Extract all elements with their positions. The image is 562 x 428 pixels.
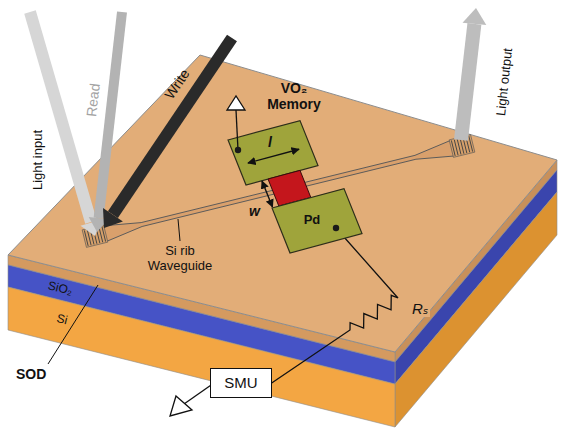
input-light-beam bbox=[30, 12, 91, 222]
width-dimension-arrow bbox=[262, 181, 273, 207]
read-beam bbox=[99, 12, 122, 218]
smu-box: SMU bbox=[210, 368, 271, 397]
write-beam bbox=[113, 38, 232, 215]
node-text: Pd bbox=[304, 213, 321, 228]
part-label: SOD bbox=[16, 366, 46, 382]
grating-line bbox=[102, 226, 106, 242]
beam-label: Read bbox=[83, 82, 103, 117]
output-light-beam bbox=[461, 24, 474, 140]
waveguide-leader bbox=[178, 219, 180, 241]
grating-line bbox=[469, 136, 473, 152]
contact-dot bbox=[235, 147, 241, 153]
part-label: VO₂ Memory bbox=[254, 80, 334, 112]
terminal-wire bbox=[236, 110, 238, 150]
output-light-arrowhead bbox=[463, 8, 487, 25]
dimension-label: l bbox=[268, 134, 272, 150]
terminal-symbol bbox=[227, 96, 245, 110]
beam-label: Light input bbox=[31, 130, 46, 190]
sod-leader bbox=[48, 285, 98, 364]
node-text: SMU bbox=[224, 374, 257, 391]
length-dimension-arrow bbox=[248, 149, 299, 163]
dimension-label: w bbox=[249, 203, 260, 219]
pd-electrode-pad: Pd bbox=[270, 186, 364, 254]
beam-label: Light output bbox=[494, 47, 516, 116]
resistor-label: Rₛ bbox=[410, 300, 430, 317]
terminal-symbol bbox=[170, 396, 192, 416]
pad-shape bbox=[272, 189, 362, 253]
part-label: Si rib Waveguide bbox=[141, 244, 219, 274]
pd-electrode-pad bbox=[228, 121, 318, 185]
write-arrowhead bbox=[103, 208, 123, 228]
contact-dot bbox=[333, 225, 339, 231]
